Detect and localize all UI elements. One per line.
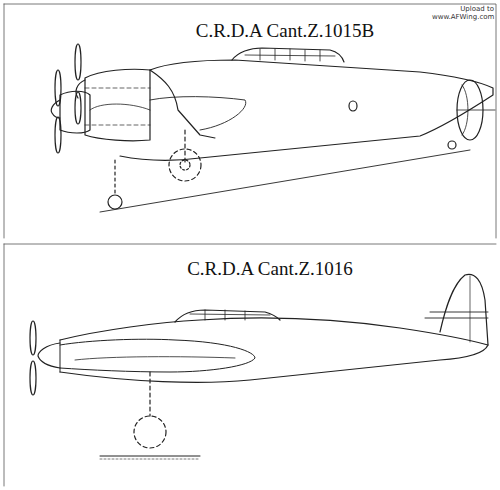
watermark: Upload to www.AFWing.com <box>432 6 494 21</box>
drawing-title: C.R.D.A Cant.Z.1016 <box>187 258 353 280</box>
drawing-title: C.R.D.A Cant.Z.1015B <box>196 20 374 42</box>
